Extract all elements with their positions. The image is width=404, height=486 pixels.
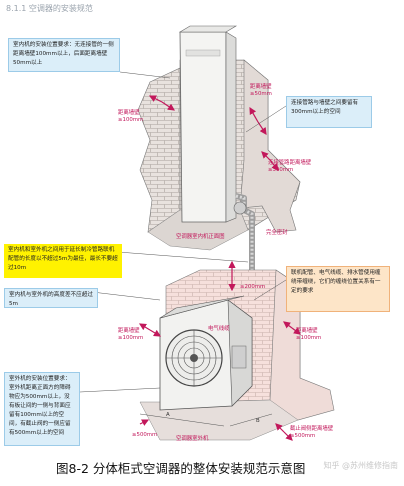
note-wiring: 联机配管、电气线缆、排水管使用缠绕带缠绕，它们的缠绕位置关系有一定的要求 xyxy=(286,266,390,312)
label-wall-100-right: 距离墙壁 ≥100mm xyxy=(296,328,322,341)
watermark: 知乎 @苏州维修指南 xyxy=(323,461,398,470)
figure-caption: 图8-2 分体柜式空调器的整体安装规范示意图 xyxy=(56,461,306,476)
dim-line-a xyxy=(139,413,225,427)
label-wall-100-top: 距离墙壁 ≥100mm xyxy=(118,110,144,123)
pipe-wrap xyxy=(235,194,254,393)
upper-right-wall xyxy=(239,59,301,233)
label-wall-50: 距离墙壁 ≥50mm xyxy=(250,84,272,97)
note-outdoor-position: 室外机的安装位置要求：室外机距离正面方的障碍物应为500mm以上，没有板让间的一… xyxy=(4,372,80,446)
label-seal: 完全密封 xyxy=(266,230,288,236)
label-electric-cable: 电气线缆 xyxy=(208,326,230,332)
note-height-difference: 室内机与室外机的高度差不应超过5m xyxy=(4,288,98,308)
outdoor-unit xyxy=(159,295,253,411)
note-indoor-position: 室内机的安装位置要求：无连接管的一侧距离墙壁100mm以上，后面距离墙壁50mm… xyxy=(8,38,120,72)
label-front-500: ≥500mm xyxy=(132,432,158,438)
section-title: 8.1.1 空调器的安装规范 xyxy=(6,4,93,13)
label-dim-b: B xyxy=(256,418,260,424)
wall-hole-seal xyxy=(233,201,247,215)
note-pipe-length: 室内机和室外机之间用于延长制冷管路联机配管的长度以不超过5m为最佳，最长不要超过… xyxy=(4,244,122,278)
spacing-arrows xyxy=(138,95,301,441)
label-indoor-front: 空调器室内机正面图 xyxy=(176,234,225,240)
note-wall-hole-space: 连接管路与墙壁之间要留有300mm以上的空间 xyxy=(286,96,372,128)
upper-left-wall xyxy=(137,67,181,233)
label-wall-100-left: 距离墙壁 ≥100mm xyxy=(118,328,144,341)
label-h200: ≥200mm xyxy=(240,284,266,290)
indoor-unit xyxy=(178,25,238,223)
label-pipe-300: 连接管路距离墙壁 ≥300mm xyxy=(268,160,312,173)
label-valve-500: 截止阀侧距离墙壁 ≥500mm xyxy=(290,426,334,439)
label-dim-a: A xyxy=(166,412,170,418)
leader-lines xyxy=(79,71,287,393)
label-outdoor-front: 空调器室外机 xyxy=(176,436,209,442)
dim-line-b xyxy=(229,413,273,427)
